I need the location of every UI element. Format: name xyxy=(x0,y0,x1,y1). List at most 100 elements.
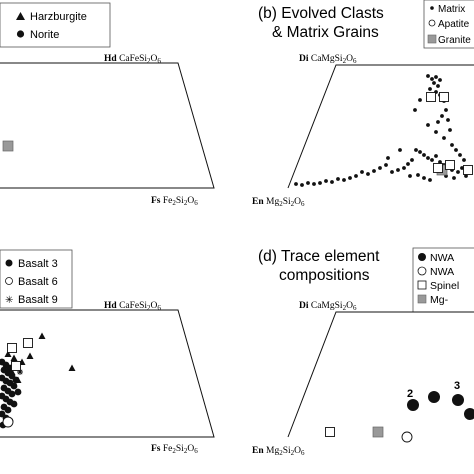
panel-b-series-0-point-14 xyxy=(436,120,440,124)
panel-c-series-0-point-12 xyxy=(8,390,16,398)
panel-b-series-0-point-53 xyxy=(318,181,322,185)
panel-b-series-0-point-2 xyxy=(434,75,438,79)
panel-b-title-line-1: (b) Evolved Clasts xyxy=(258,5,384,22)
panel-b-legend-dot-marker xyxy=(430,6,434,10)
panel-b-series-0-point-38 xyxy=(406,162,410,166)
panel-b-series-0-point-25 xyxy=(414,148,418,152)
panel-b-legend-open-circle-marker xyxy=(428,19,436,27)
panel-a-hd-label: Hd CaFeSi2O6 xyxy=(104,54,161,65)
panel-c-legend-open-circle-marker xyxy=(5,277,13,285)
panel-a-legend: Harzburgite Norite xyxy=(0,2,111,48)
panel-b-series-0-point-0 xyxy=(426,74,430,78)
panel-a-fs-formula: Fe2Si2O6 xyxy=(163,196,198,207)
panel-c-hd-formula: CaFeSi2O6 xyxy=(119,301,161,312)
panel-b-series-0-point-28 xyxy=(426,156,430,160)
panel-a-legend-circle-marker xyxy=(16,30,25,38)
panel-b-series-0-point-13 xyxy=(446,118,450,122)
panel-d-series-2-point-0 xyxy=(325,427,335,437)
panel-b-series-0-point-1 xyxy=(430,77,434,81)
panel-b-series-0-point-22 xyxy=(454,148,458,152)
panel-d-en-formula: Mg2Si2O6 xyxy=(266,446,305,457)
panel-c-legend-label-1: Basalt 6 xyxy=(18,276,58,288)
panel-d-quadrilateral xyxy=(287,311,474,438)
panel-c-legend-label-2: Basalt 9 xyxy=(18,294,58,306)
panel-d-legend-open-circle-marker xyxy=(417,266,427,276)
panel-b-series-0-point-44 xyxy=(372,169,376,173)
panel-b-series-0-point-60 xyxy=(428,178,432,182)
panel-b-series-0-point-40 xyxy=(396,168,400,172)
panel-b-series-0-point-43 xyxy=(378,166,382,170)
panel-d-data-marks xyxy=(325,391,474,443)
panel-b-series-0-point-30 xyxy=(434,154,438,158)
panel-b-series-0-point-17 xyxy=(413,108,417,112)
panel-b-series-0-point-58 xyxy=(416,173,420,177)
panel-a-legend-triangle-marker xyxy=(16,12,25,20)
panel-c-series-3-point-3 xyxy=(26,352,34,359)
panel-b-series-0-point-37 xyxy=(410,158,414,162)
panel-b-series-0-point-18 xyxy=(426,123,430,127)
panel-d-title-line-1: (d) Trace element xyxy=(258,248,380,265)
panel-d-legend-label-2: Spinel xyxy=(430,280,459,292)
panel-c-series-0-point-16 xyxy=(10,400,18,408)
panel-d-series-1-point-0 xyxy=(401,431,413,443)
panel-b-series-0-point-29 xyxy=(430,158,434,162)
panel-c-series-0-point-18 xyxy=(4,406,12,414)
panel-c-series-3-point-4 xyxy=(38,332,46,339)
panel-d-legend-label-3: Mg- xyxy=(430,294,449,306)
panel-b-series-0-point-54 xyxy=(312,182,316,186)
panel-b-series-0-point-61 xyxy=(408,174,412,178)
panel-b-series-3-point-3 xyxy=(463,165,473,175)
panel-b-series-0-point-24 xyxy=(462,158,466,162)
panel-b-series-0-point-3 xyxy=(438,78,442,82)
panel-b-data-marks xyxy=(294,74,473,187)
panel-b-series-0-point-23 xyxy=(458,153,462,157)
panel-d-di-formula: CaMgSi2O6 xyxy=(311,301,357,312)
panel-b-series-0-point-49 xyxy=(342,178,346,182)
panel-c-legend-filled-circle-marker xyxy=(5,259,13,267)
panel-b-series-0-point-63 xyxy=(452,176,456,180)
panel-b-series-0-point-56 xyxy=(300,183,304,187)
panel-b-series-0-point-36 xyxy=(460,166,464,170)
panel-b-series-0-point-50 xyxy=(336,177,340,181)
panel-b-series-0-point-55 xyxy=(306,181,310,185)
panel-c-series-3-point-5 xyxy=(68,364,76,371)
panel-b-series-0-point-42 xyxy=(384,163,388,167)
panel-d-legend-filled-circle-marker xyxy=(418,253,426,261)
panel-b-series-0-point-12 xyxy=(440,114,444,118)
panel-d-series-0-point-2 xyxy=(452,394,464,406)
panel-b-series-0-point-5 xyxy=(436,84,440,88)
panel-a-legend-label-0: Harzburgite xyxy=(30,11,87,23)
panel-b-series-0-point-47 xyxy=(354,174,358,178)
panel-d-series-0-point-3 xyxy=(464,408,474,420)
panel-b-title-line-2: & Matrix Grains xyxy=(272,24,379,41)
panel-d-series-3-point-0 xyxy=(372,426,384,438)
panel-c-series-3-point-6 xyxy=(8,368,16,375)
panel-d-annotation-3: 3 xyxy=(454,380,460,392)
panel-b-series-0-point-27 xyxy=(422,153,426,157)
panel-a: Harzburgite Norite Hd CaFeSi2O6 Fs Fe2Si… xyxy=(0,2,215,207)
panel-b-series-0-point-66 xyxy=(398,148,402,152)
panel-b-series-0-point-59 xyxy=(422,176,426,180)
panel-a-hd-formula: CaFeSi2O6 xyxy=(119,54,161,65)
panel-b-series-0-point-64 xyxy=(464,174,468,178)
panel-b-series-0-point-31 xyxy=(438,160,442,164)
panel-b-series-0-point-45 xyxy=(366,172,370,176)
panel-b-series-0-point-67 xyxy=(386,156,390,160)
panel-c-series-3-point-0 xyxy=(4,350,12,357)
panel-c-series-0-point-24 xyxy=(14,388,22,396)
panel-b-series-0-point-16 xyxy=(418,98,422,102)
panel-c-data-marks xyxy=(0,332,76,429)
panel-b-series-0-point-48 xyxy=(348,176,352,180)
panel-a-data-marks xyxy=(2,140,14,152)
panel-b-series-0-point-57 xyxy=(294,182,298,186)
panel-b-legend-label-2: Granite xyxy=(438,35,471,46)
panel-c-quadrilateral xyxy=(0,309,215,438)
panel-c-fs-label: Fs Fe2Si2O6 xyxy=(151,444,198,455)
panel-a-legend-box xyxy=(0,2,111,48)
panel-d-legend-gray-square-marker xyxy=(417,294,427,304)
panel-b-series-3-point-4 xyxy=(433,163,443,173)
panel-c-series-4-point-0 xyxy=(23,338,33,348)
panel-c-series-3-point-7 xyxy=(14,376,22,383)
panel-a-quadrilateral xyxy=(0,62,215,189)
